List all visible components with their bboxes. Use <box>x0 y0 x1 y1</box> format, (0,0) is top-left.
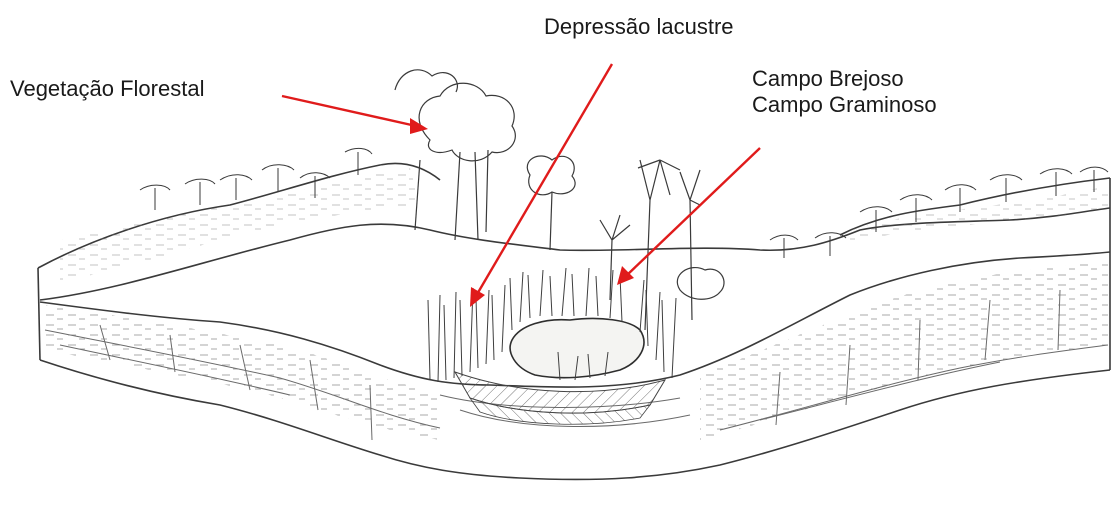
label-campo-graminoso: Campo Graminoso <box>752 92 937 118</box>
label-campo: Campo Brejoso Campo Graminoso <box>752 66 937 118</box>
label-vegetacao-florestal: Vegetação Florestal <box>10 76 204 102</box>
forest-vegetation <box>395 70 724 330</box>
arrowhead-campo <box>617 266 634 285</box>
arrow-campo <box>626 148 760 276</box>
label-depressao-lacustre: Depressão lacustre <box>544 14 734 40</box>
arrowhead-depressao <box>470 287 485 307</box>
lake-water <box>510 318 644 377</box>
arrow-depressao <box>476 64 612 296</box>
label-campo-brejoso: Campo Brejoso <box>752 66 937 92</box>
arrow-vegetacao <box>282 96 416 126</box>
